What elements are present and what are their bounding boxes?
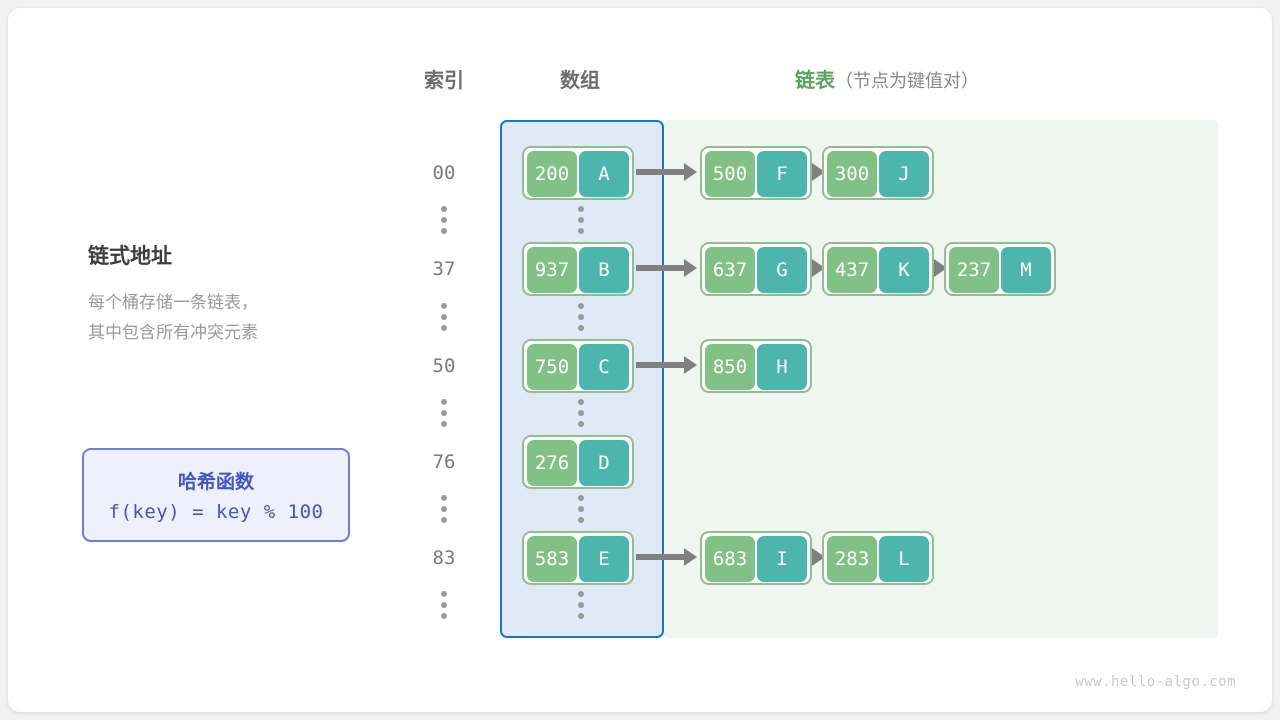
- array-ellipsis: [578, 206, 584, 234]
- next-pointer-arrow: [636, 259, 697, 277]
- index-ellipsis: [441, 591, 447, 619]
- node-key: 276: [527, 440, 577, 486]
- node-key: 283: [827, 536, 877, 582]
- array-ellipsis: [578, 303, 584, 331]
- node-value: G: [757, 247, 807, 293]
- description-body: 每个桶存储一条链表， 其中包含所有冲突元素: [88, 293, 258, 342]
- header-linked-list: 链表（节点为键值对）: [795, 64, 979, 93]
- node-key: 437: [827, 247, 877, 293]
- node-key: 200: [527, 151, 577, 197]
- node-value: F: [757, 151, 807, 197]
- node-value: H: [757, 344, 807, 390]
- node-key: 583: [527, 536, 577, 582]
- node-key: 500: [705, 151, 755, 197]
- node-value: C: [579, 344, 629, 390]
- description-title: 链式地址: [88, 245, 172, 268]
- next-pointer-arrow: [636, 356, 697, 374]
- index-ellipsis: [441, 303, 447, 331]
- node-value: I: [757, 536, 807, 582]
- array-ellipsis: [578, 591, 584, 619]
- index-ellipsis: [441, 399, 447, 427]
- node-key: 750: [527, 344, 577, 390]
- node-key: 683: [705, 536, 755, 582]
- header-index: 索引: [424, 70, 464, 92]
- next-pointer-arrow: [636, 548, 697, 566]
- header-linked-list-main: 链表: [795, 70, 835, 92]
- index-ellipsis: [441, 495, 447, 523]
- node-value: L: [879, 536, 929, 582]
- node-key: 937: [527, 247, 577, 293]
- diagram-card: 索引 数组 链表（节点为键值对） 链式地址 每个桶存储一条链表， 其中包含所有冲…: [8, 8, 1272, 712]
- header-linked-list-sub: （节点为键值对）: [835, 71, 979, 91]
- bucket-index-label: 50: [432, 355, 456, 377]
- node-key: 850: [705, 344, 755, 390]
- bucket-index-label: 00: [432, 162, 456, 184]
- index-ellipsis: [441, 206, 447, 234]
- hash-function-formula: f(key) = key % 100: [108, 501, 324, 523]
- node-key: 237: [949, 247, 999, 293]
- header-array: 数组: [560, 70, 600, 92]
- node-value: B: [579, 247, 629, 293]
- array-ellipsis: [578, 399, 584, 427]
- node-value: K: [879, 247, 929, 293]
- hash-function-title: 哈希函数: [177, 472, 254, 493]
- hash-function-box: 哈希函数 f(key) = key % 100: [82, 448, 350, 542]
- node-key: 637: [705, 247, 755, 293]
- node-value: E: [579, 536, 629, 582]
- bucket-index-label: 83: [432, 547, 456, 569]
- bucket-index-label: 37: [432, 258, 456, 280]
- array-ellipsis: [578, 495, 584, 523]
- next-pointer-arrow: [636, 163, 697, 181]
- node-value: J: [879, 151, 929, 197]
- node-value: M: [1001, 247, 1051, 293]
- bucket-index-label: 76: [432, 451, 456, 473]
- node-value: D: [579, 440, 629, 486]
- watermark: www.hello-algo.com: [1075, 674, 1236, 690]
- node-value: A: [579, 151, 629, 197]
- node-key: 300: [827, 151, 877, 197]
